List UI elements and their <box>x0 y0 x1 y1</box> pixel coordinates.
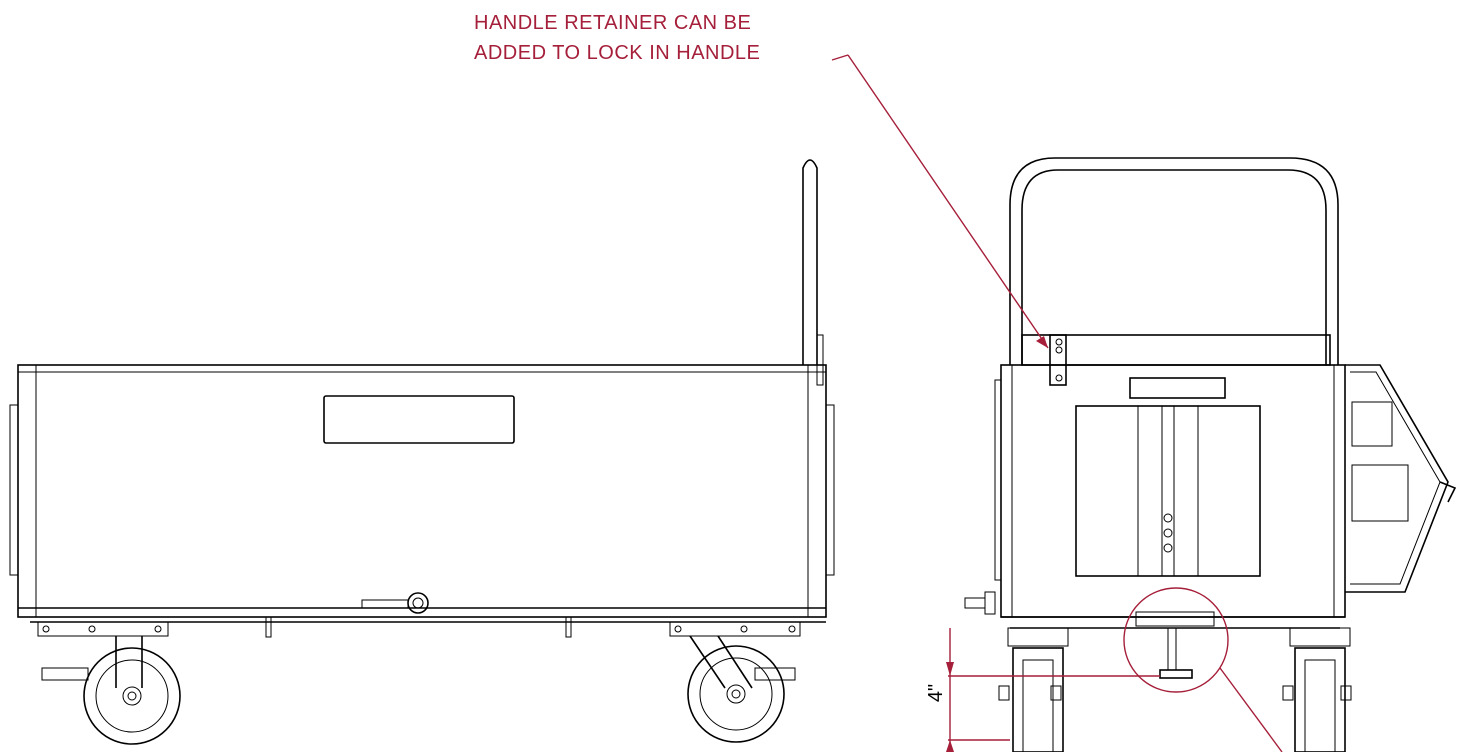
side-view <box>9 159 835 745</box>
handle-retainer <box>1049 334 1067 386</box>
side-label-plate <box>323 395 515 444</box>
end-side-box <box>1345 364 1449 593</box>
right-caster-wheel <box>687 645 785 743</box>
end-body-outline <box>1000 364 1346 618</box>
left-caster-wheel <box>83 647 181 745</box>
left-caster-plate <box>37 621 169 637</box>
end-cross-bar <box>1021 334 1331 366</box>
end-view <box>946 157 1457 752</box>
side-body-outline <box>17 364 827 618</box>
note-leader-line <box>847 54 1049 349</box>
detail-callout-circle <box>1123 587 1229 693</box>
handle-retainer-note: HANDLE RETAINER CAN BE ADDED TO LOCK IN … <box>474 8 760 68</box>
detail-callout-leader <box>1219 667 1283 752</box>
end-door-panel <box>1075 405 1261 577</box>
side-handle-post <box>802 159 818 365</box>
end-label-plate <box>1129 377 1226 399</box>
note-leader-arrow <box>1036 336 1048 348</box>
floor-lock-knob <box>407 592 429 614</box>
right-caster-plate <box>669 621 801 637</box>
note-line-1: HANDLE RETAINER CAN BE <box>474 12 752 34</box>
note-line-2: ADDED TO LOCK IN HANDLE <box>474 42 761 64</box>
end-handle-inner <box>1021 169 1327 365</box>
end-handle-outer <box>1009 157 1339 365</box>
